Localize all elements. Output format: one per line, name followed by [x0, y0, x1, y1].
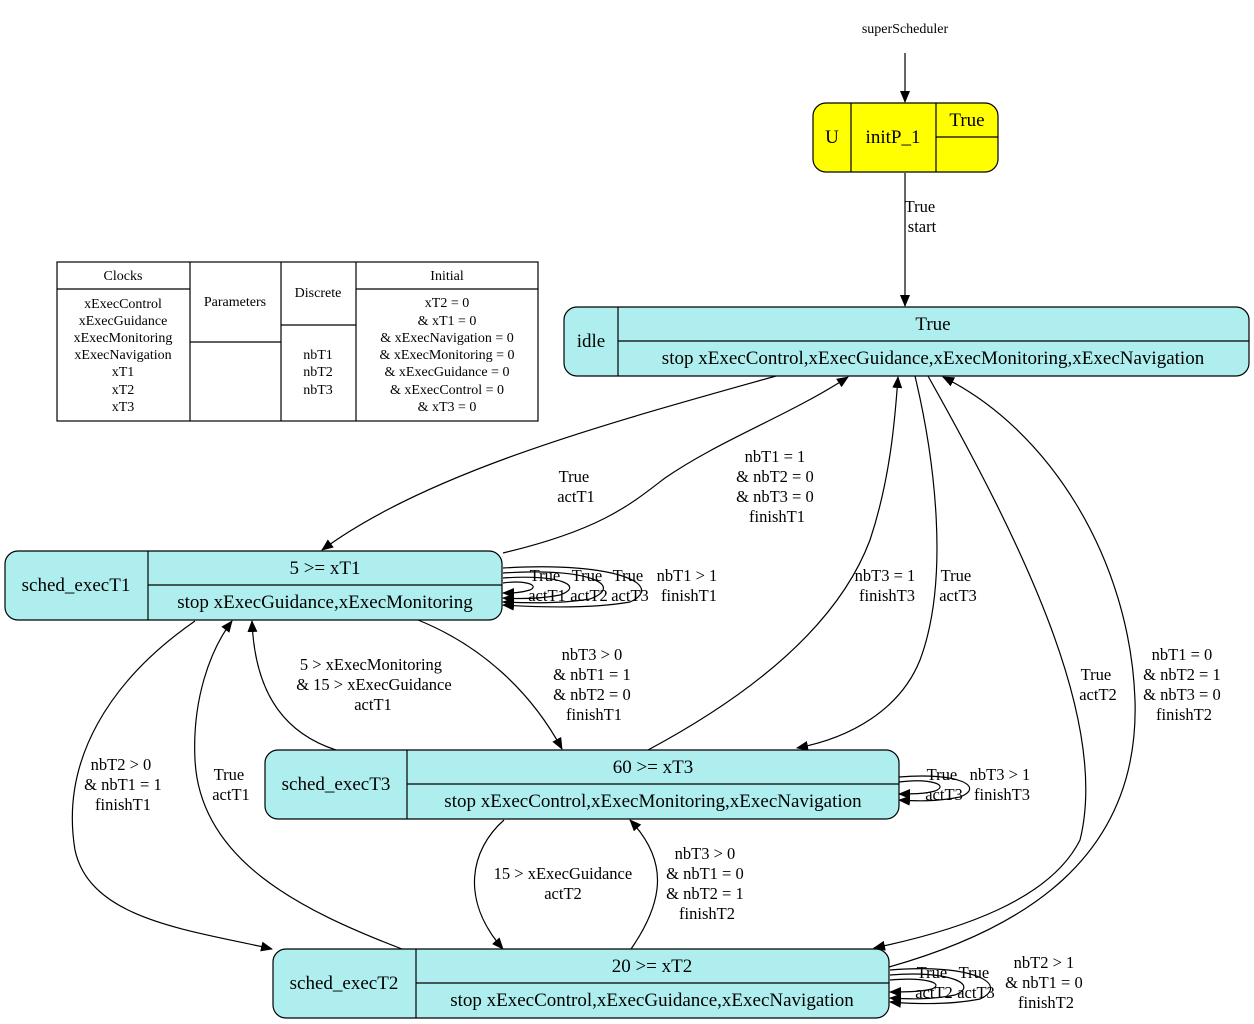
edge-execT3-idle — [647, 376, 903, 751]
edge-label-execT2-execT3: nbT3 > 0 & nbT1 = 0 & nbT2 = 1 finishT2 — [666, 844, 748, 923]
edge-label-execT1-self-2: True actT2 — [570, 566, 608, 605]
edge-execT1-self-3 — [502, 571, 604, 608]
clock-entry: xExecMonitoring — [74, 331, 173, 346]
edge-label-execT2-self-1: True actT2 — [915, 963, 953, 1002]
edge-label-execT2-idle: nbT1 = 0 & nbT2 = 1 & nbT3 = 0 finishT2 — [1143, 645, 1225, 724]
clock-entry: xT3 — [112, 400, 135, 415]
edge-execT1-self-1 — [502, 581, 534, 598]
edge-label-execT3-self-1: True actT3 — [925, 765, 963, 804]
edge-label-execT2-execT1: True actT1 — [212, 765, 250, 804]
discrete-entry: nbT2 — [303, 365, 333, 380]
edge-label-execT1-self-1: True actT1 — [528, 566, 566, 605]
edge-idle-execT2 — [873, 375, 1087, 951]
state-marker-urgent: U — [825, 127, 839, 148]
state-stop: stop xExecControl,xExecGuidance,xExecMon… — [662, 348, 1205, 369]
clock-entry: xT1 — [112, 365, 135, 380]
edge-execT2-execT1 — [194, 620, 403, 950]
edge-label-execT1-self-4: nbT1 > 1 finishT1 — [657, 566, 722, 605]
edge-execT2-idle — [888, 376, 1136, 968]
initial-entry: & xExecNavigation = 0 — [380, 331, 513, 346]
edge-label-execT3-execT2: 15 > xExecGuidance actT2 — [494, 864, 637, 903]
clocks-header: Clocks — [104, 269, 143, 284]
edge-idle-execT3 — [796, 375, 938, 751]
state-name: idle — [577, 331, 606, 352]
edge-label-idle-execT2: True actT2 — [1079, 665, 1117, 704]
edge-execT2-self-2 — [889, 973, 965, 1004]
clock-entry: xT2 — [112, 383, 135, 398]
edge-execT1-self-4 — [502, 566, 643, 611]
initial-entry: & xExecMonitoring = 0 — [379, 348, 514, 363]
state-invariant: 60 >= xT3 — [613, 757, 694, 778]
edge-label-execT3-idle: nbT3 = 1 finishT3 — [855, 566, 920, 605]
edge-execT1-execT3 — [417, 619, 563, 750]
initial-entry: & xT1 = 0 — [418, 314, 477, 329]
edge-labels: True start True actT1 nbT1 = 1 & nbT2 = … — [84, 197, 1225, 1012]
edge-label-execT1-execT3: nbT3 > 0 & nbT1 = 1 & nbT2 = 0 finishT1 — [553, 645, 635, 724]
initial-entry: & xT3 = 0 — [418, 400, 477, 415]
state-invariant: True — [915, 314, 950, 335]
edge-execT1-execT2 — [71, 620, 273, 952]
parameters-header: Parameters — [204, 295, 266, 310]
state-invariant: True — [949, 110, 984, 131]
state-invariant: 20 >= xT2 — [612, 956, 693, 977]
state-name: initP_1 — [866, 127, 921, 148]
transition-edges — [71, 53, 1136, 1008]
clock-entry: xExecControl — [84, 297, 162, 312]
initial-entry: xT2 = 0 — [425, 296, 469, 311]
state-initP_1: U initP_1 True — [812, 102, 999, 173]
edge-label-execT1-idle: nbT1 = 1 & nbT2 = 0 & nbT3 = 0 finishT1 — [736, 447, 818, 526]
edge-execT3-self-1 — [898, 780, 941, 799]
edge-label-idle-execT3: True actT3 — [939, 566, 977, 605]
edge-label-execT1-self-3: True actT3 — [611, 566, 649, 605]
edge-execT2-self-3 — [889, 968, 992, 1008]
edge-execT1-idle — [502, 376, 849, 554]
initial-entry: & xExecControl = 0 — [390, 383, 504, 398]
edge-execT2-self-1 — [889, 978, 937, 997]
edge-idle-execT1 — [321, 375, 777, 551]
discrete-header: Discrete — [295, 286, 342, 301]
edge-label-execT2-self-3: nbT2 > 1 & nbT1 = 0 finishT2 — [1005, 953, 1087, 1012]
edge-execT1-self-2 — [502, 576, 571, 604]
edge-execT3-self-2 — [898, 775, 971, 806]
declaration-table: Clocks Parameters Discrete Initial xExec… — [56, 261, 539, 422]
initial-header: Initial — [430, 269, 464, 284]
discrete-entry: nbT3 — [303, 383, 333, 398]
state-invariant: 5 >= xT1 — [289, 558, 360, 579]
state-stop: stop xExecGuidance,xExecMonitoring — [177, 592, 473, 613]
state-stop: stop xExecControl,xExecMonitoring,xExecN… — [444, 791, 862, 812]
discrete-entry: nbT1 — [303, 348, 333, 363]
edge-execT3-execT1 — [247, 620, 337, 751]
edge-label-idle-execT1: True actT1 — [557, 467, 595, 506]
edge-execT2-execT3 — [629, 819, 658, 950]
edge-execT3-execT2 — [473, 819, 505, 950]
edge-label-execT3-execT1: 5 > xExecMonitoring & 15 > xExecGuidance… — [296, 655, 456, 714]
state-sched_execT3: sched_execT3 60 >= xT3 stop xExecControl… — [264, 749, 900, 820]
state-idle: idle True stop xExecControl,xExecGuidanc… — [563, 306, 1250, 377]
clock-entry: xExecGuidance — [79, 314, 168, 329]
edge-label-execT2-self-2: True actT3 — [957, 963, 995, 1002]
state-name: sched_execT3 — [282, 774, 391, 795]
clock-entry: xExecNavigation — [74, 348, 171, 363]
initial-entry: & xExecGuidance = 0 — [385, 365, 510, 380]
state-stop: stop xExecControl,xExecGuidance,xExecNav… — [450, 990, 854, 1011]
state-name: sched_execT2 — [290, 973, 399, 994]
edge-label-execT3-self-2: nbT3 > 1 finishT3 — [970, 765, 1035, 804]
edge-label-execT1-execT2: nbT2 > 0 & nbT1 = 1 finishT1 — [84, 755, 166, 814]
state-sched_execT2: sched_execT2 20 >= xT2 stop xExecControl… — [272, 948, 890, 1019]
state-name: sched_execT1 — [22, 575, 131, 596]
start-label: superScheduler — [862, 22, 949, 37]
edge-label-init-idle: True start — [905, 197, 940, 236]
state-sched_execT1: sched_execT1 5 >= xT1 stop xExecGuidance… — [4, 550, 503, 621]
